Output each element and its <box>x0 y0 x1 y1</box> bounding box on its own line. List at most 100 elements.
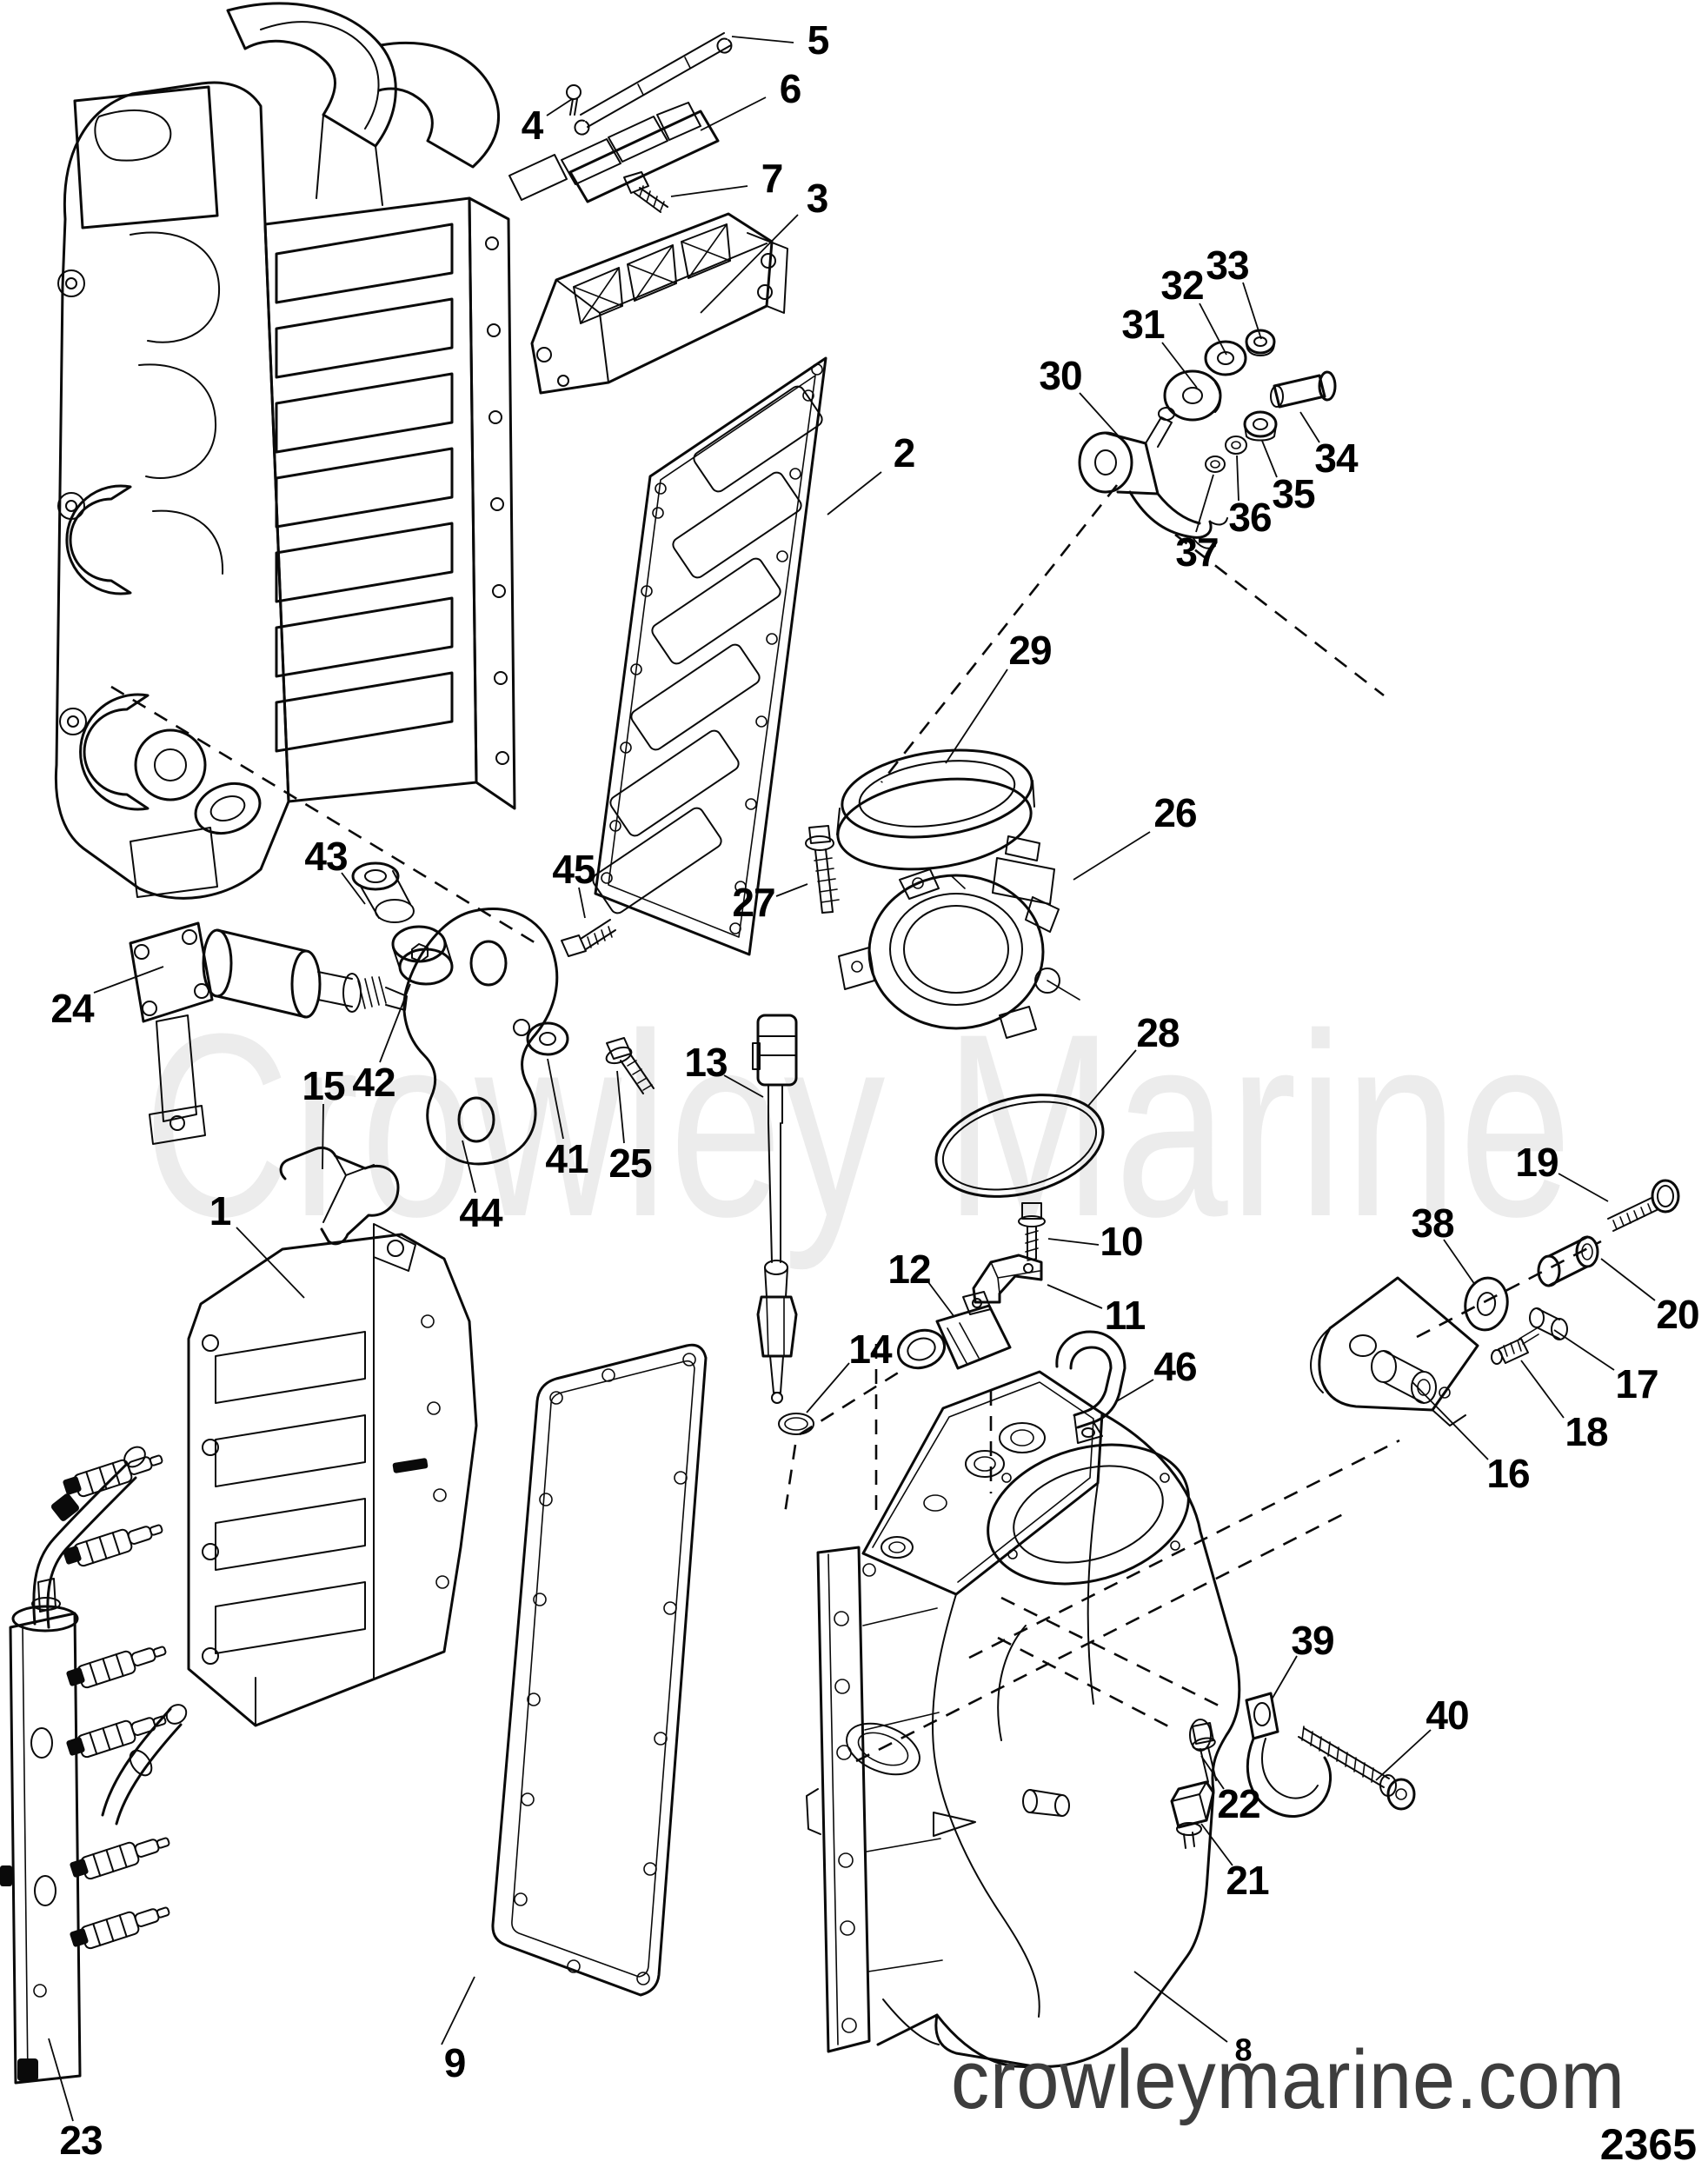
o-ring-28-drawing <box>934 1094 1105 1198</box>
washer-32-drawing <box>1204 340 1247 376</box>
callout-leader-37 <box>1195 474 1214 533</box>
callout-46: 46 <box>1153 1344 1196 1389</box>
casting-mark <box>392 1458 429 1473</box>
callout-38: 38 <box>1411 1200 1454 1246</box>
callout-layer: 1234567891011121314151617181920212223242… <box>48 17 1700 2163</box>
callout-30: 30 <box>1039 353 1081 398</box>
intake-manifold-lower-drawing <box>187 1223 478 1727</box>
callout-leader-5 <box>731 36 794 43</box>
callout-leader-13 <box>723 1074 764 1098</box>
callout-leader-25 <box>616 1070 625 1144</box>
callout-42: 42 <box>352 1060 395 1105</box>
bolt-10-drawing <box>1018 1202 1046 1261</box>
callout-21: 21 <box>1226 1858 1269 1903</box>
callout-leader-23 <box>48 2038 74 2122</box>
callout-leader-39 <box>1271 1655 1298 1700</box>
callout-40: 40 <box>1426 1693 1468 1738</box>
clamp-39-drawing <box>1245 1692 1332 1818</box>
callout-leader-3 <box>700 214 799 314</box>
callout-leader-6 <box>700 96 767 131</box>
callout-17: 17 <box>1615 1361 1658 1407</box>
ring-36-drawing <box>1225 436 1247 455</box>
bolt-25-drawing <box>605 1037 655 1094</box>
callout-leader-24 <box>93 966 164 994</box>
callout-31: 31 <box>1121 302 1165 347</box>
callout-leader-1 <box>236 1227 305 1299</box>
callout-leader-35 <box>1261 440 1278 478</box>
callout-leader-11 <box>1047 1284 1103 1309</box>
callout-2: 2 <box>894 430 915 475</box>
callout-leader-40 <box>1375 1729 1432 1781</box>
callout-9: 9 <box>444 2040 466 2085</box>
hose-clamp-46-drawing <box>1055 1330 1126 1444</box>
reed-screw-4-drawing <box>566 84 582 116</box>
grommet-42-drawing <box>391 925 454 986</box>
callout-39: 39 <box>1291 1618 1333 1663</box>
callout-6: 6 <box>780 66 801 111</box>
callout-leader-44 <box>462 1140 476 1194</box>
link-bracket-44-drawing <box>402 908 559 1166</box>
callout-leader-46 <box>1114 1379 1154 1403</box>
callout-44: 44 <box>459 1190 503 1235</box>
reed-retainer-drawing <box>508 102 720 203</box>
washer-41-drawing <box>526 1021 569 1056</box>
throttle-lever-drawing <box>1078 407 1228 549</box>
callout-43: 43 <box>304 834 347 879</box>
callout-leader-16 <box>1412 1381 1489 1460</box>
callout-leader-21 <box>1200 1823 1233 1866</box>
callout-22: 22 <box>1217 1781 1259 1826</box>
callout-leader-12 <box>927 1281 955 1318</box>
bushing-35-drawing <box>1243 410 1278 442</box>
gasket-drawing <box>491 1343 708 1997</box>
bracket-16-drawing <box>1310 1276 1479 1426</box>
callout-leader-27 <box>775 883 808 897</box>
spacer-20-drawing <box>1537 1235 1599 1287</box>
fuel-rail-drawing <box>0 1446 188 2085</box>
vapor-separator-housing-drawing <box>806 1370 1241 2069</box>
callout-leader-31 <box>1161 342 1198 389</box>
callout-13: 13 <box>684 1040 727 1085</box>
callout-36: 36 <box>1228 495 1271 540</box>
callout-33: 33 <box>1206 243 1248 288</box>
retainer-clip-15-drawing <box>279 1146 400 1246</box>
callout-leader-42 <box>379 983 411 1063</box>
bushing-43-drawing <box>351 861 415 923</box>
page-number: 2365 <box>1600 2120 1697 2168</box>
bolt-19-drawing <box>1607 1179 1680 1232</box>
callout-leader-2 <box>827 471 882 515</box>
callout-32: 32 <box>1160 263 1203 308</box>
bolt-40-drawing <box>1298 1726 1416 1811</box>
callout-leader-8 <box>1133 1971 1228 2043</box>
callout-20: 20 <box>1656 1292 1698 1337</box>
callout-27: 27 <box>732 880 774 925</box>
callout-26: 26 <box>1153 790 1196 835</box>
callout-18: 18 <box>1565 1409 1608 1454</box>
callout-leader-17 <box>1553 1329 1615 1371</box>
callout-45: 45 <box>552 847 595 892</box>
callout-leader-18 <box>1520 1360 1565 1419</box>
callout-leader-45 <box>578 887 586 919</box>
callout-leader-43 <box>341 872 366 905</box>
callout-leader-29 <box>945 668 1008 764</box>
callout-12: 12 <box>887 1247 930 1292</box>
callout-35: 35 <box>1272 471 1315 516</box>
reed-block-drawing <box>530 212 788 395</box>
callout-leader-7 <box>670 185 748 197</box>
bolt-45-drawing <box>561 919 616 957</box>
callout-leader-22 <box>1200 1755 1225 1790</box>
callout-37: 37 <box>1175 529 1218 575</box>
callout-24: 24 <box>50 986 95 1031</box>
ring-37-drawing <box>1205 456 1226 473</box>
callout-11: 11 <box>1105 1293 1146 1338</box>
callout-leader-36 <box>1236 455 1239 502</box>
callout-4: 4 <box>522 103 544 148</box>
callout-7: 7 <box>761 156 783 201</box>
temp-sensor-drawing <box>752 1014 798 1404</box>
callout-1: 1 <box>209 1188 231 1234</box>
reed-screw-7-drawing <box>623 171 668 213</box>
callout-3: 3 <box>807 176 828 221</box>
reed-stop-pin-drawing <box>574 32 733 136</box>
callout-25: 25 <box>608 1141 652 1186</box>
callout-14: 14 <box>848 1327 893 1372</box>
